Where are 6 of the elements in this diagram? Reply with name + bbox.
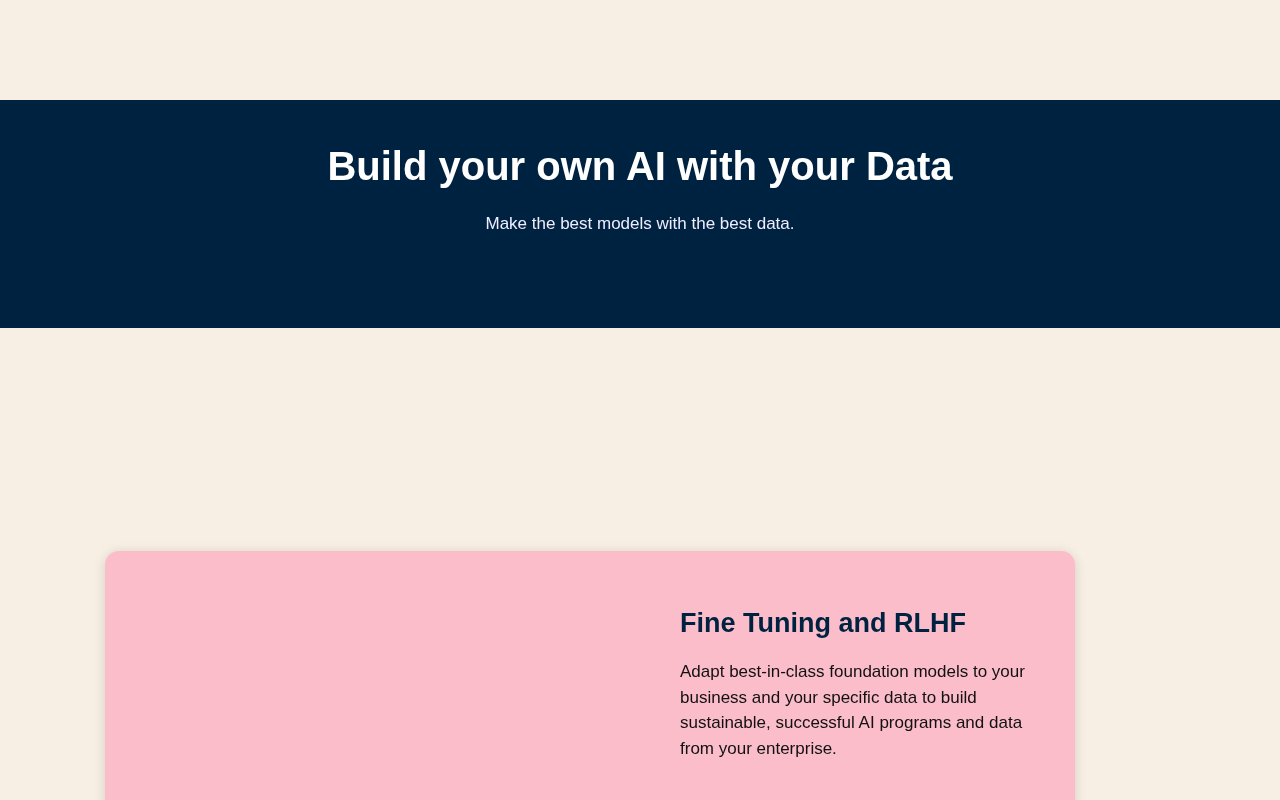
hero-heading: Build your own AI with your Data (327, 144, 953, 189)
card-heading: Fine Tuning and RLHF (680, 608, 966, 639)
feature-card (105, 551, 1075, 800)
hero-banner (0, 100, 1280, 328)
hero-description: Make the best models with the best data. (484, 213, 796, 235)
card-description: Adapt best-in-class foundation models to your business and your specific data to build sustainable, successful AI programs and data from your enterprise. (680, 661, 1026, 760)
